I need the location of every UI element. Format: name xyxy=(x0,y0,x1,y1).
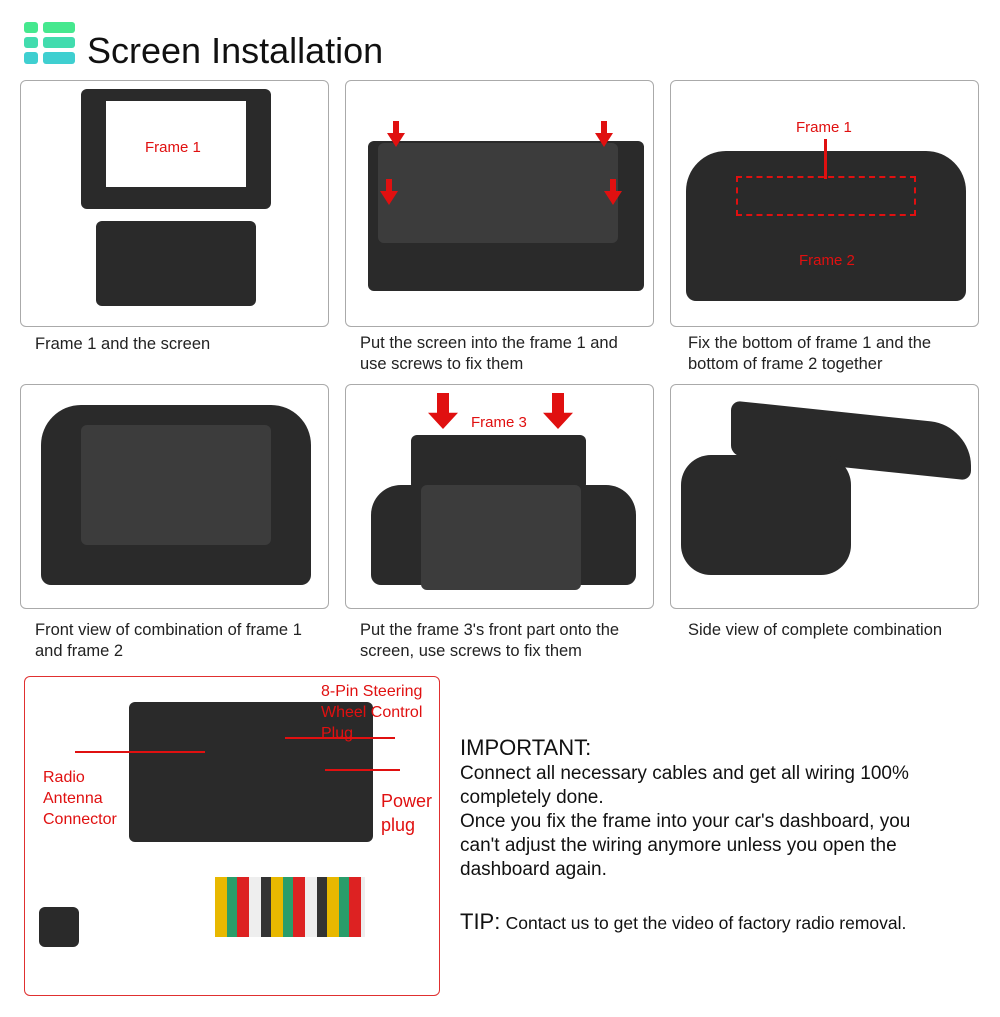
arrow-down-icon xyxy=(543,393,573,429)
step-6-caption: Side view of complete combination xyxy=(688,621,943,639)
tip: TIP: Contact us to get the video of fact… xyxy=(460,909,907,934)
list-icon xyxy=(24,22,75,64)
step-5-image: Frame 3 xyxy=(345,384,654,609)
frame-1-label: Frame 1 xyxy=(145,139,201,156)
important-text: Connect all necessary cables and get all… xyxy=(460,763,911,880)
frame-3-label: Frame 3 xyxy=(471,414,527,431)
arrow-down-icon xyxy=(595,121,613,147)
frame-2-label: Frame 2 xyxy=(799,252,855,269)
frame-1-label: Frame 1 xyxy=(796,119,852,136)
step-1-image: Frame 1 xyxy=(20,80,329,327)
step-1-caption: Frame 1 and the screen xyxy=(35,335,211,353)
important-heading: IMPORTANT: xyxy=(460,735,592,760)
arrow-down-icon xyxy=(387,121,405,147)
arrow-down-icon xyxy=(380,179,398,205)
step-4-image xyxy=(20,384,329,609)
arrow-down-icon xyxy=(428,393,458,429)
step-3-image: Frame 1 Frame 2 xyxy=(670,80,979,327)
arrow-down-icon xyxy=(604,179,622,205)
step-2-image xyxy=(345,80,654,327)
step-6-image xyxy=(670,384,979,609)
page-title: Screen Installation xyxy=(87,30,384,71)
